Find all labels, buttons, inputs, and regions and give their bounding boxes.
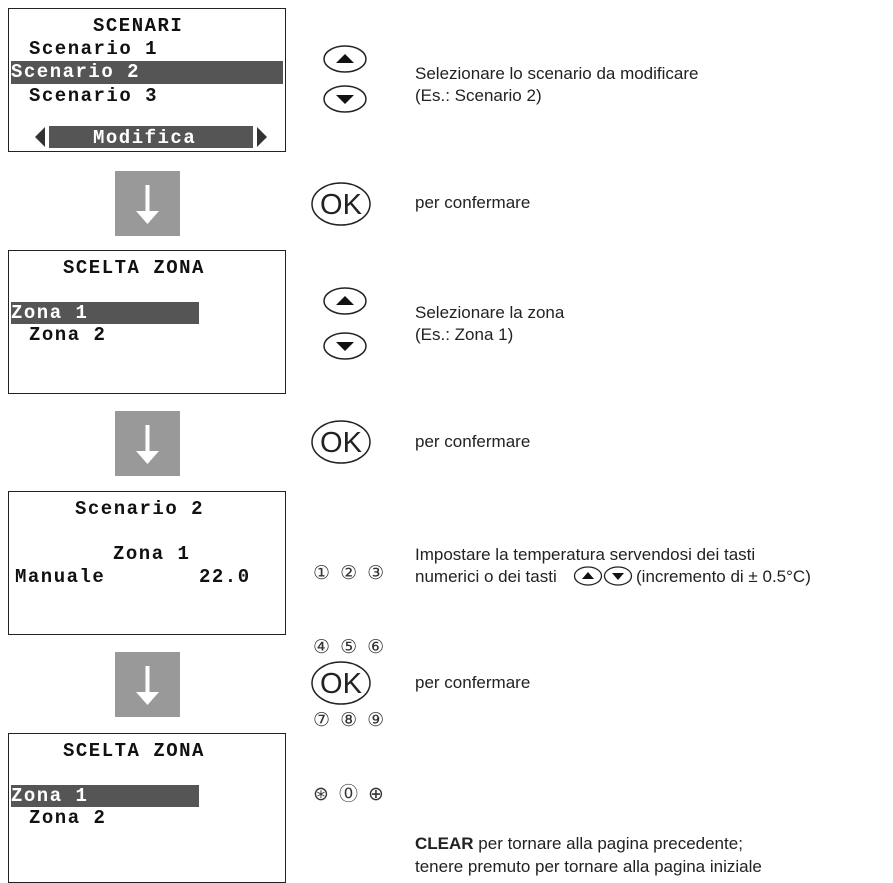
- instruction-example-scenario: (Es.: Scenario 2): [415, 86, 542, 105]
- selected-list-item[interactable]: Zona 1: [11, 302, 199, 324]
- instruction-example-zone: (Es.: Zona 1): [415, 325, 514, 344]
- temperature-value: 22.0: [199, 566, 251, 588]
- keypad-row[interactable]: ④ ⑤ ⑥: [313, 635, 387, 658]
- list-item[interactable]: Scenario 1: [29, 38, 159, 60]
- down-arrow-button-icon[interactable]: [603, 566, 633, 586]
- lcd-screen-scelta-zona-final: SCELTA ZONA Zona 1 Zona 2: [8, 733, 286, 883]
- list-item[interactable]: Zona 2: [29, 324, 107, 346]
- list-item[interactable]: Zona 2: [29, 807, 107, 829]
- list-item[interactable]: Scenario 3: [29, 85, 159, 107]
- selected-list-item[interactable]: Zona 1: [11, 785, 199, 807]
- up-arrow-button-icon[interactable]: [322, 286, 368, 316]
- ok-label: OK: [320, 427, 363, 459]
- mode-label: Manuale: [15, 566, 106, 588]
- screen-title: SCELTA ZONA: [63, 257, 205, 279]
- ok-label: OK: [320, 668, 363, 700]
- list-item-label: Zona 1: [11, 785, 89, 807]
- keypad-row[interactable]: ⊛ ⓪ ⊕: [313, 782, 386, 805]
- confirm-text: per confermare: [415, 193, 531, 212]
- lcd-screen-scenari: SCENARI Scenario 1 Scenario 2 Scenario 3…: [8, 8, 286, 152]
- softkey-label: Modifica: [93, 127, 197, 149]
- clear-instruction-line1: CLEAR per tornare alla pagina precedente…: [415, 834, 743, 854]
- down-flow-arrow-icon: [115, 652, 180, 717]
- down-flow-arrow-icon: [115, 411, 180, 476]
- lcd-screen-scelta-zona: SCELTA ZONA Zona 1 Zona 2: [8, 250, 286, 394]
- clear-instruction-line2: tenere premuto per tornare alla pagina i…: [415, 857, 762, 876]
- screen-title: SCENARI: [93, 15, 184, 37]
- list-item-label: Scenario 2: [11, 61, 141, 83]
- screen-title: SCELTA ZONA: [63, 740, 205, 762]
- up-arrow-button-icon[interactable]: [322, 44, 368, 74]
- instruction-increment: (incremento di ± 0.5°C): [636, 567, 811, 586]
- left-triangle-icon[interactable]: [35, 127, 45, 147]
- ok-label: OK: [320, 189, 363, 221]
- lcd-screen-edit-temperature: Scenario 2 Zona 1 Manuale 22.0: [8, 491, 286, 635]
- keypad-row[interactable]: ⑦ ⑧ ⑨: [313, 709, 387, 731]
- softkey-modifica[interactable]: Modifica: [49, 126, 253, 149]
- instruction-set-temperature: Impostare la temperatura servendosi dei …: [415, 545, 756, 564]
- down-arrow-button-icon[interactable]: [322, 84, 368, 114]
- clear-instruction-rest: per tornare alla pagina precedente;: [473, 834, 743, 853]
- ok-button-icon[interactable]: OK: [310, 660, 372, 706]
- ok-button-icon[interactable]: OK: [310, 419, 372, 465]
- selected-list-item[interactable]: Scenario 2: [11, 61, 283, 84]
- instruction-select-scenario: Selezionare lo scenario da modificare: [415, 64, 699, 83]
- down-arrow-button-icon[interactable]: [322, 331, 368, 361]
- instruction-select-zone: Selezionare la zona: [415, 303, 565, 322]
- confirm-text: per confermare: [415, 673, 531, 692]
- right-triangle-icon[interactable]: [257, 127, 267, 147]
- screen-title: Scenario 2: [75, 498, 205, 520]
- down-flow-arrow-icon: [115, 171, 180, 236]
- instruction-keys-a: numerici o dei tasti: [415, 567, 557, 586]
- clear-key-label: CLEAR: [415, 834, 474, 853]
- softkey-bar: Modifica: [35, 126, 269, 149]
- zone-label: Zona 1: [113, 543, 191, 565]
- keypad-icon[interactable]: ① ② ③ ④ ⑤ ⑥ ⑦ ⑧ ⑨ ⊛ ⓪ ⊕: [313, 512, 386, 831]
- list-item-label: Zona 1: [11, 302, 89, 324]
- confirm-text: per confermare: [415, 432, 531, 451]
- ok-button-icon[interactable]: OK: [310, 181, 372, 227]
- up-arrow-button-icon[interactable]: [573, 566, 603, 586]
- keypad-row[interactable]: ① ② ③: [313, 562, 387, 584]
